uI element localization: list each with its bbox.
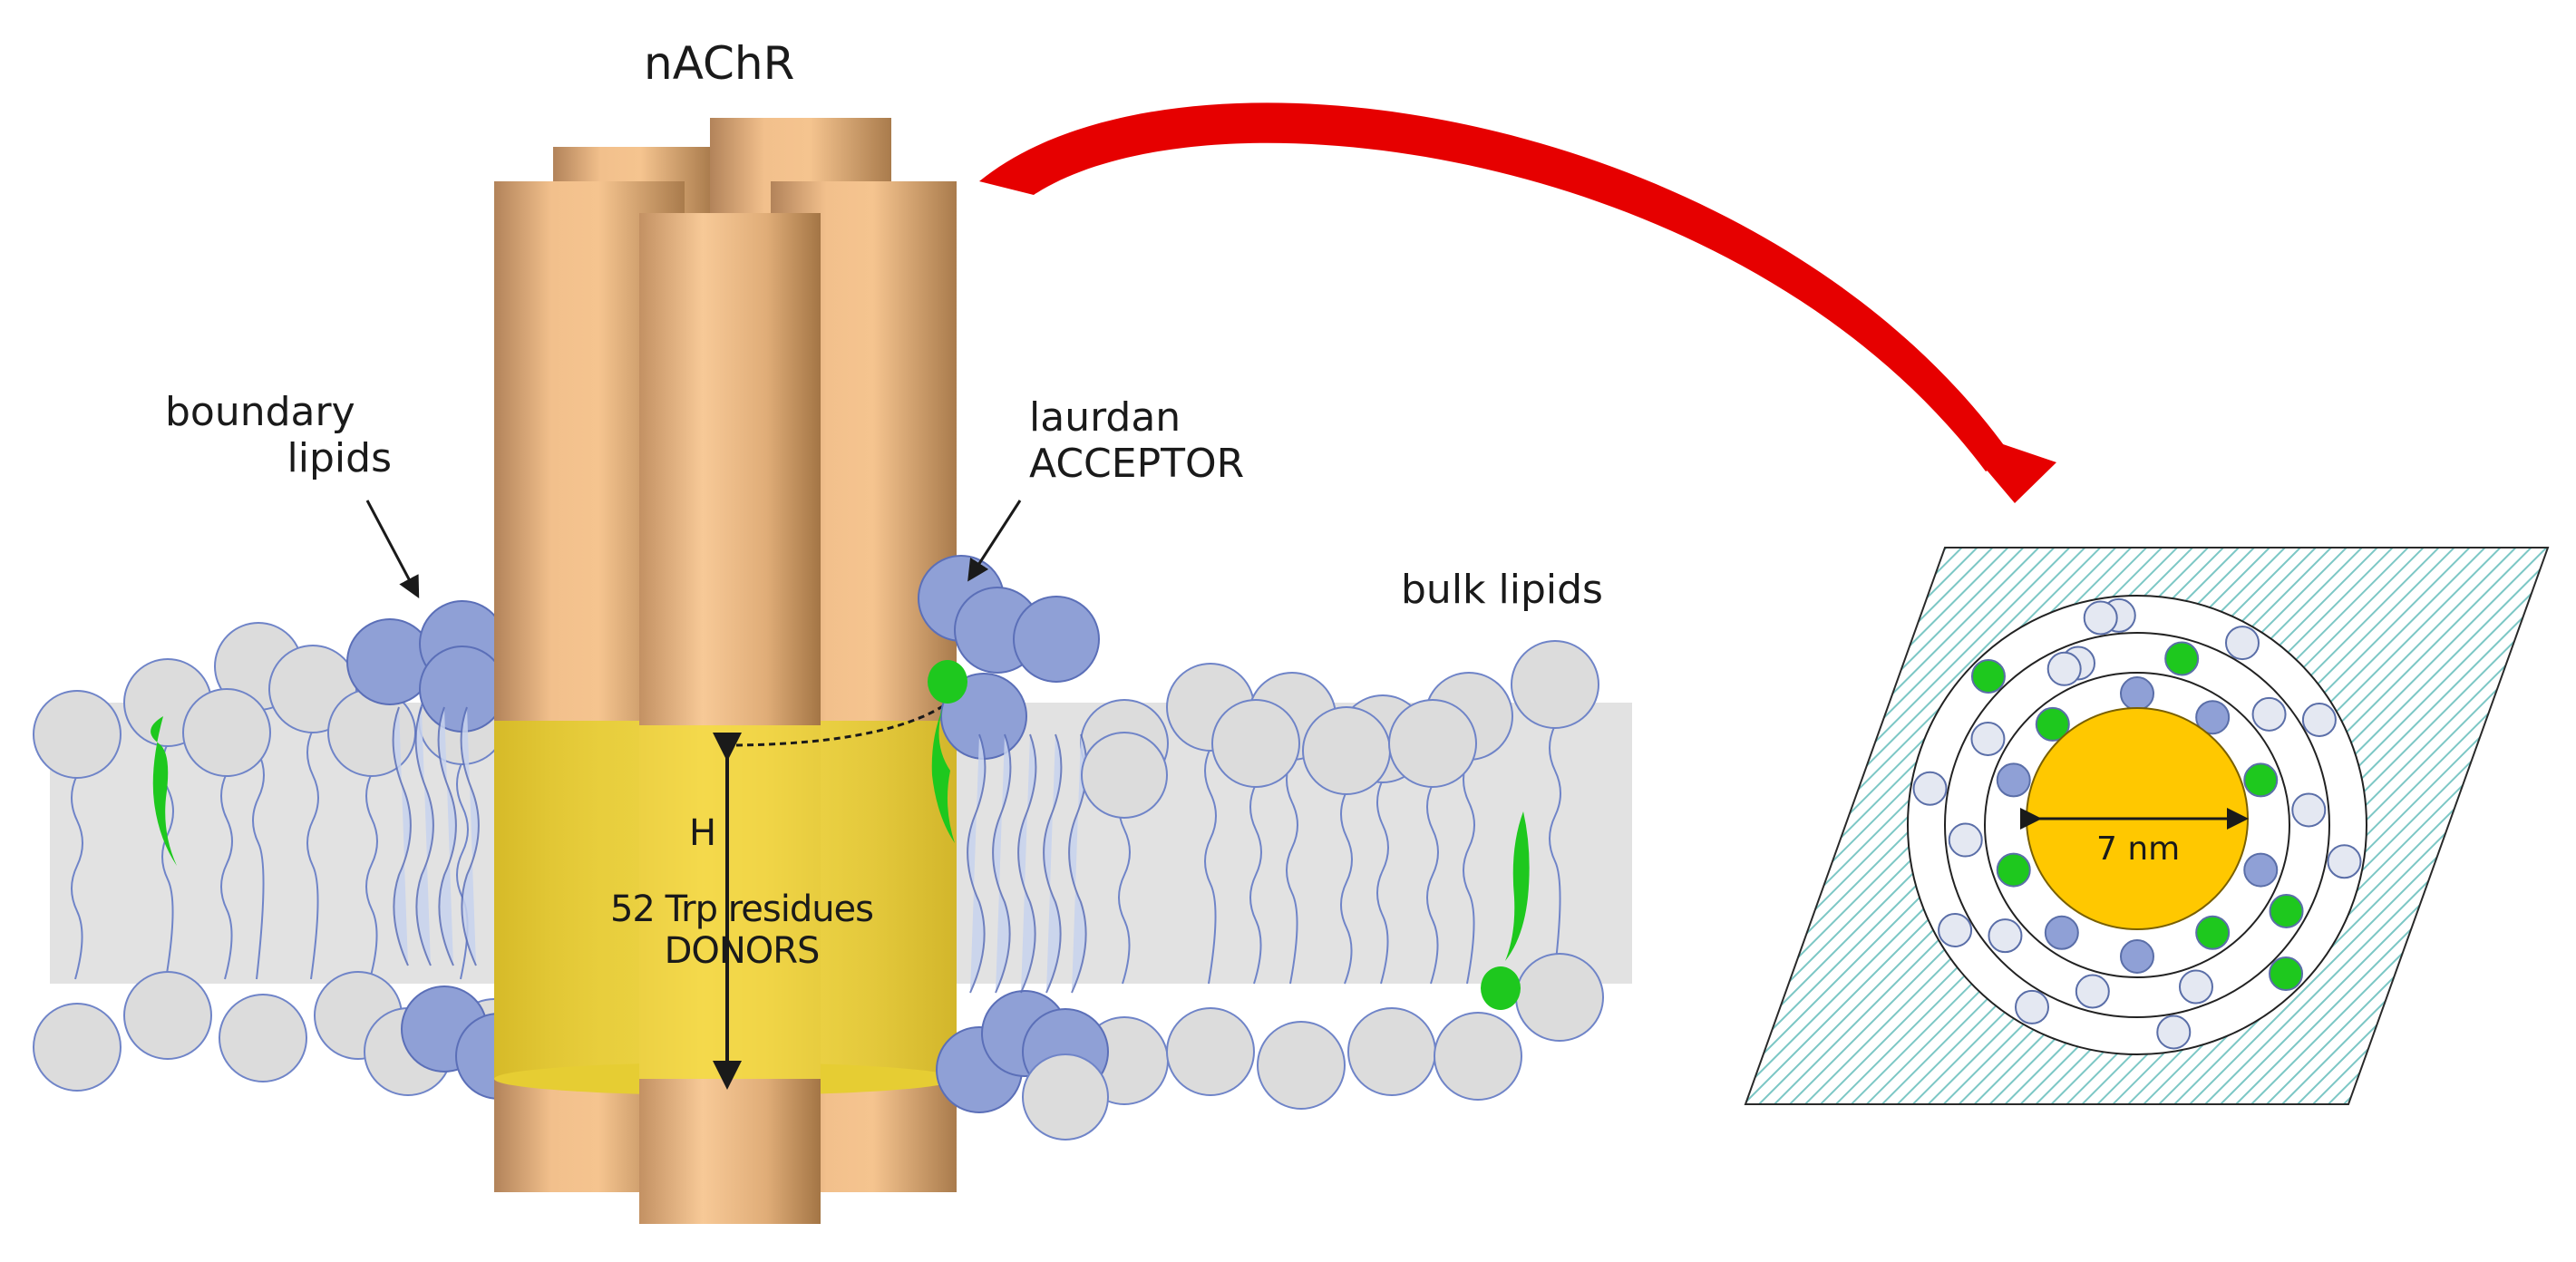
laurdan-dot: [2269, 956, 2304, 992]
bulk-lipid-dot: [1938, 913, 1973, 947]
bulk-lipid-dot: [2225, 626, 2260, 661]
lipid-tail: [365, 772, 378, 980]
diagram-title: nAChR: [644, 37, 795, 90]
bulk-lipid-dot: [2327, 844, 2362, 879]
lipid-tail: [1249, 783, 1262, 985]
boundary-lipid-tail: [1017, 733, 1037, 994]
bulk-lipid-dot: [2251, 696, 2287, 732]
lipid-tail: [1340, 791, 1353, 985]
bulk-lipid-dot: [2015, 989, 2049, 1024]
nachr-protein: [494, 118, 957, 1224]
boundary-lipid-head: [1013, 596, 1100, 683]
bulk-lipid-dot: [1948, 822, 1983, 858]
bulk-lipid-head: [1511, 640, 1599, 729]
bulk-lipid-head: [182, 688, 271, 777]
bulk-lipids-label: bulk lipids: [1401, 567, 1603, 613]
lipid-tail: [1426, 783, 1439, 985]
boundary-lipid-tail: [460, 706, 480, 966]
bulk-lipids-front: [151, 716, 1530, 1141]
bulk-lipid-head: [1257, 1021, 1346, 1110]
laurdan-acceptor-label: laurdan ACCEPTOR: [1029, 394, 1245, 487]
scale-label: 7 nm: [2096, 830, 2181, 868]
laurdan-label-line2: ACCEPTOR: [1029, 440, 1245, 487]
lipid-tail: [1463, 756, 1475, 985]
laurdan-dot: [2164, 641, 2200, 676]
lipid-tail: [220, 772, 233, 980]
boundary-lipid-head: [419, 646, 506, 733]
boundary-lipid-dot: [2044, 915, 2079, 950]
bulk-lipid-head: [1434, 1012, 1522, 1101]
bulk-lipid-dot: [1970, 722, 2006, 756]
belt-top-dashed-line: [724, 698, 953, 747]
bulk-lipid-head: [1347, 1007, 1436, 1096]
bulk-lipid-dot: [2178, 969, 2213, 1005]
laurdan-dot: [2243, 762, 2279, 798]
boundary-label-line1: boundary: [165, 389, 355, 435]
lipid-tail: [1549, 724, 1561, 985]
bulk-lipid-dot: [2083, 600, 2118, 636]
donors-label-line1: 52 Trp residues: [609, 888, 874, 930]
bulk-lipid-head: [1302, 706, 1391, 795]
bulk-lipid-dot: [2046, 651, 2082, 686]
boundary-lipid-dot: [2243, 852, 2279, 888]
laurdan-probe: [151, 716, 177, 866]
boundary-lipid-tail: [992, 733, 1012, 994]
boundary-lipid-tail: [967, 733, 987, 994]
bulk-lipid-dot: [2291, 792, 2327, 828]
laurdan-pointer: [967, 500, 1022, 582]
laurdan-head: [1481, 966, 1521, 1010]
laurdan-dot: [2195, 915, 2231, 950]
boundary-lipid-dot: [2195, 700, 2231, 735]
boundary-lipid-dot: [2120, 676, 2154, 711]
boundary-lipids-label: boundary lipids: [165, 389, 392, 481]
lipid-tail: [1376, 779, 1389, 985]
laurdan-dot: [2269, 894, 2304, 928]
top-view: [1744, 547, 2550, 1105]
bulk-lipid-head: [123, 971, 212, 1060]
laurdan-label-line1: laurdan: [1029, 394, 1181, 441]
lipid-tail: [1204, 747, 1217, 985]
laurdan-probe: [1505, 811, 1530, 961]
bulk-lipid-dot: [2301, 703, 2337, 737]
bulk-lipid-head: [1022, 1053, 1109, 1141]
bulk-lipid-dot: [1912, 771, 1948, 806]
bulk-lipid-head: [33, 690, 122, 779]
height-label: H: [689, 812, 717, 854]
bulk-lipid-head: [1081, 732, 1168, 819]
bulk-lipid-head: [33, 1003, 122, 1092]
laurdan-probe: [931, 707, 955, 843]
bulk-lipid-head: [1211, 699, 1300, 788]
bulk-lipid-dot: [2075, 974, 2110, 1009]
bulk-lipid-dot: [2156, 1014, 2192, 1050]
boundary-lipid-dot: [1996, 762, 2031, 798]
transition-arrow: [979, 102, 2056, 503]
laurdan-head: [928, 660, 967, 704]
bulk-lipid-head: [1515, 953, 1604, 1042]
lipid-tail: [1286, 756, 1298, 985]
boundary-lipid-tail: [1043, 733, 1063, 994]
donors-label-line2: DONORS: [664, 930, 821, 972]
boundary-lipid-tail: [392, 706, 412, 966]
lipid-tail: [71, 774, 83, 980]
trp-donors-label: 52 Trp residues DONORS: [606, 888, 878, 972]
ring-lipids: [1912, 597, 2362, 1050]
laurdan-dot: [2035, 706, 2070, 742]
boundary-lipid-tail: [437, 706, 457, 966]
boundary-label-line2: lipids: [287, 434, 392, 481]
laurdan-dot: [1996, 852, 2031, 888]
bulk-lipid-dot: [1988, 918, 2023, 954]
boundary-lipid-dot: [2120, 939, 2154, 974]
boundary-pointer: [365, 500, 420, 598]
boundary-lipid-tail: [414, 706, 434, 966]
bulk-lipid-head: [1388, 699, 1477, 788]
bulk-lipid-head: [1166, 1007, 1255, 1096]
lipid-tail: [306, 729, 319, 980]
bulk-lipid-head: [219, 994, 307, 1082]
laurdan-dot: [1970, 658, 2006, 694]
